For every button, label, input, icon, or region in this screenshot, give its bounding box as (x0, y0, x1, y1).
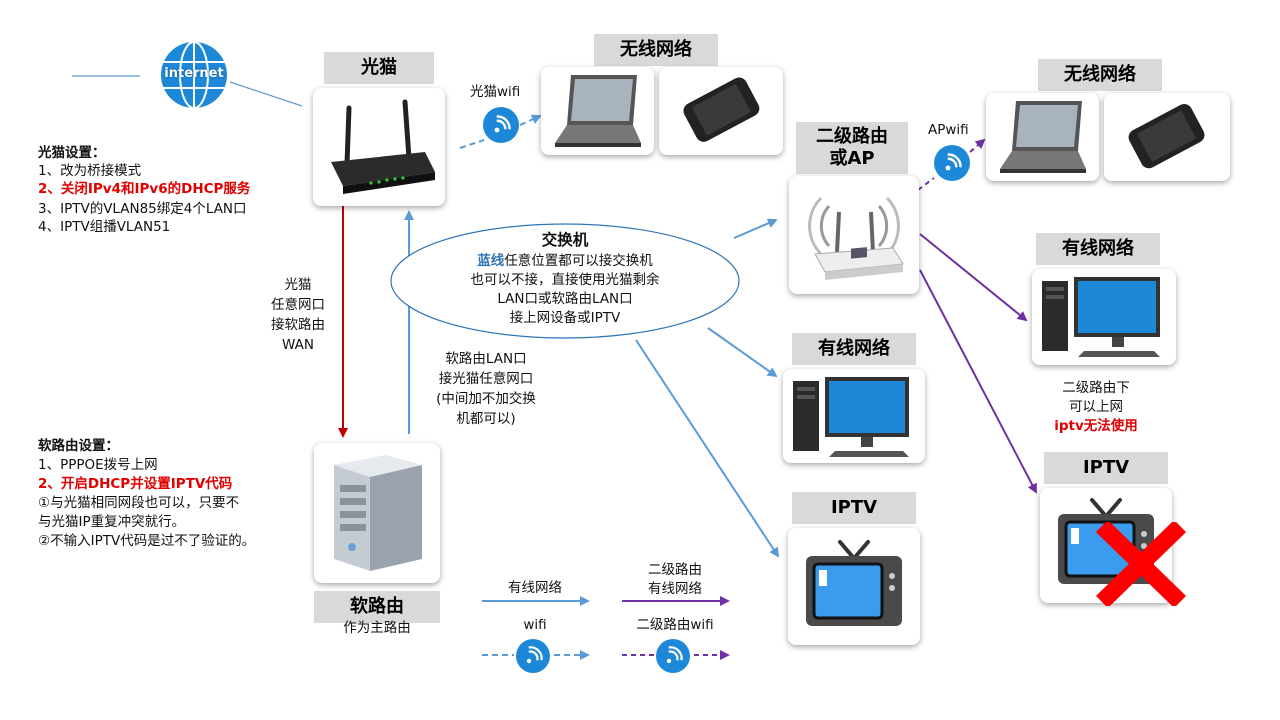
internet-globe: internet (159, 40, 229, 110)
red-x-icon (1095, 519, 1187, 609)
switch-ellipse: 交换机 蓝线任意位置都可以接交换机 也可以不接，直接使用光猫剩余 LAN口或软路… (389, 222, 741, 340)
wireless-right-laptop-card (986, 93, 1099, 181)
iptv-right-header: IPTV (1044, 452, 1168, 484)
wireless-top-header: 无线网络 (594, 34, 718, 66)
router-setting-4: 与光猫IP重复冲突就行。 (38, 514, 186, 530)
ap-header-line2: 或AP (829, 148, 875, 169)
globe-icon (161, 41, 227, 109)
ap-header-line1: 二级路由 (816, 126, 888, 147)
legend-secondary-wired-line2: 有线网络 (648, 581, 702, 597)
wired-right-note-red: iptv无法使用 (1054, 418, 1138, 434)
router-card (314, 443, 440, 583)
modem-setting-4: 4、IPTV组播VLAN51 (38, 219, 171, 235)
switch-line-1: 蓝线任意位置都可以接交换机 (389, 253, 741, 270)
tv-icon (806, 540, 902, 626)
ap-to-wired-right-line (919, 233, 1028, 322)
modem-card (313, 88, 445, 206)
wired-right-note-1: 二级路由下 (1062, 380, 1130, 396)
lan-note-4: 机都可以) (456, 411, 516, 427)
modem-setting-3: 3、IPTV的VLAN85绑定4个LAN口 (38, 201, 247, 217)
legend-wired-label: 有线网络 (508, 580, 562, 596)
modem-setting-1: 1、改为桥接模式 (38, 163, 142, 179)
iptv-mid-header: IPTV (792, 492, 916, 524)
router-setting-2: 2、开启DHCP并设置IPTV代码 (38, 476, 233, 492)
switch-line-2: 也可以不接，直接使用光猫剩余 (470, 272, 660, 288)
router-setting-1: 1、PPPOE拨号上网 (38, 457, 158, 473)
blocked-cross (1088, 519, 1192, 609)
wan-note-2: 任意网口 (271, 297, 325, 313)
wan-note-1: 光猫 (284, 277, 312, 293)
desktop-computer-icon (1042, 277, 1160, 357)
router-subtitle: 作为主路由 (343, 620, 411, 636)
router-setting-5: ②不输入IPTV代码是过不了验证的。 (38, 533, 256, 549)
wifi-icon (483, 107, 519, 143)
internet-to-modem-line (229, 81, 303, 107)
legend-secondary-wired-line1: 二级路由 (648, 562, 702, 578)
lan-note-3: (中间加不加交换 (436, 391, 536, 407)
legend-secondary-wifi-label: 二级路由wifi (636, 617, 714, 633)
wifi-icon (516, 639, 550, 673)
wireless-top-laptop-card (541, 67, 654, 155)
legend-wifi-badge (515, 638, 551, 674)
wireless-top-phone-card (659, 67, 783, 155)
switch-line-4: 接上网设备或IPTV (509, 310, 621, 326)
ap-wifi-label: APwifi (928, 122, 969, 138)
modem-settings-title: 光猫设置： (38, 145, 106, 161)
wireless-right-phone-card (1104, 93, 1230, 181)
wired-right-header: 有线网络 (1036, 233, 1160, 265)
legend-secondary-wifi-badge (655, 638, 691, 674)
switch-line-1-rest: 任意位置都可以接交换机 (504, 253, 653, 269)
switch-to-wired-line (707, 327, 778, 378)
modem-wifi-label: 光猫wifi (470, 84, 521, 100)
wireless-right-header: 无线网络 (1038, 59, 1162, 91)
wifi-to-laptops-dashed (519, 114, 542, 126)
laptop-icon (555, 75, 641, 147)
switch-line-3: LAN口或软路由LAN口 (497, 291, 633, 307)
wired-right-note-2: 可以上网 (1069, 399, 1123, 415)
router-device-icon (331, 99, 435, 194)
iptv-mid-card (788, 528, 920, 645)
wan-note-4: WAN (282, 337, 314, 353)
lan-note-2: 接光猫任意网口 (438, 371, 534, 387)
internet-label: internet (164, 66, 224, 81)
router-header: 软路由 (314, 591, 440, 623)
server-tower-icon (334, 455, 422, 571)
ap-wifi-badge (933, 144, 971, 182)
wifi-icon (656, 639, 690, 673)
smartphone-icon (1128, 103, 1205, 169)
laptop-icon (1000, 101, 1086, 173)
switch-to-iptv-line (635, 339, 780, 558)
lan-note-1: 软路由LAN口 (445, 351, 527, 367)
wired-mid-card (783, 369, 925, 463)
switch-title: 交换机 (541, 231, 589, 249)
modem-wifi-badge (482, 106, 520, 144)
ap-to-iptv-right-line (919, 269, 1037, 494)
ap-to-wifi-dashed (917, 177, 935, 191)
switch-to-ap-line (733, 218, 778, 239)
ap-card (789, 176, 919, 294)
modem-to-wifi-dashed (459, 139, 485, 149)
modem-setting-2: 2、关闭IPv4和IPv6的DHCP服务 (38, 181, 251, 197)
wireless-ap-icon (808, 196, 904, 280)
wifi-icon (934, 145, 970, 181)
ap-header: 二级路由 或AP (796, 122, 908, 174)
router-setting-3: ①与光猫相同网段也可以，只要不 (38, 495, 240, 511)
router-settings-title: 软路由设置： (38, 438, 119, 454)
wired-mid-header: 有线网络 (792, 333, 916, 365)
desktop-computer-icon (793, 377, 909, 457)
legend-wifi-label: wifi (523, 617, 547, 633)
wan-note-3: 接软路由 (271, 317, 325, 333)
smartphone-icon (683, 77, 760, 142)
wired-right-card (1032, 269, 1176, 365)
modem-header: 光猫 (324, 52, 434, 84)
switch-blue-word: 蓝线 (477, 253, 505, 269)
wifi-to-right-laptops-dashed (969, 138, 986, 153)
